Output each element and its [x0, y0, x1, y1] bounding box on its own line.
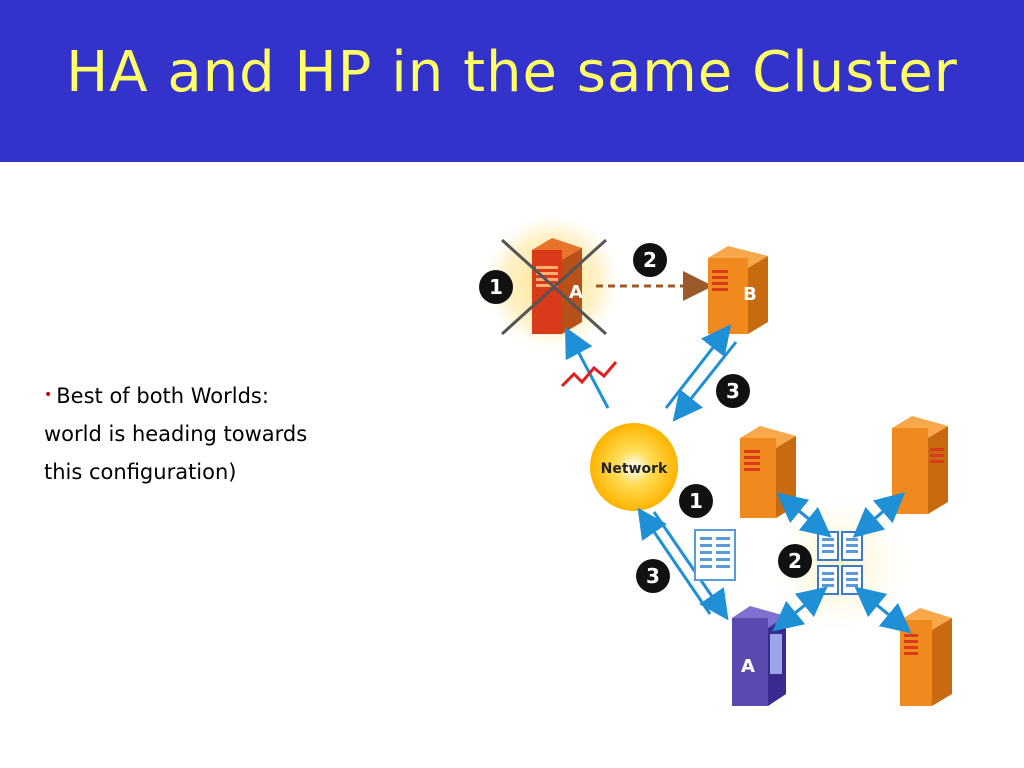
cluster-server-bottom-right [900, 608, 952, 706]
server-a-label: A [569, 282, 583, 303]
step-1-top-label: 1 [489, 275, 503, 299]
bullet-line-3: this configuration) [44, 460, 237, 484]
server-a-failed: A [532, 238, 583, 334]
hub-link-top-right-back [863, 492, 906, 530]
bullet-line-1: •Best of both Worlds: [44, 376, 374, 415]
step-3-top-label: 3 [726, 379, 740, 403]
cluster-server-top-left [740, 426, 796, 518]
slide-title: HA and HP in the same Cluster [66, 40, 958, 105]
server-b-label: B [743, 284, 757, 305]
hub-link-top-left-back [776, 492, 821, 530]
step-2-bottom-label: 2 [788, 549, 802, 573]
link-a2-to-net [637, 507, 712, 615]
failure-x-icon [500, 238, 608, 336]
step-2-badge-bottom: 2 [778, 544, 812, 578]
server-b: B [708, 246, 768, 334]
step-3-badge-top: 3 [716, 374, 750, 408]
bullet-text-1: Best of both Worlds: [56, 384, 269, 408]
hub-documents-icon [817, 531, 863, 595]
document-icon [694, 529, 736, 581]
bullet-block: •Best of both Worlds: world is heading t… [44, 376, 374, 491]
step-3-badge-bottom: 3 [636, 559, 670, 593]
step-2-top-label: 2 [643, 248, 657, 272]
hub-link-bottom-right-back [854, 586, 901, 626]
hub-link-bottom-left-back [783, 586, 828, 624]
step-2-badge-top: 2 [633, 243, 667, 277]
broken-link-icon [560, 361, 618, 388]
bullet-line-2: world is heading towards [44, 422, 308, 446]
cluster-diagram-svg: A 1 2 [479, 214, 952, 706]
step-3-bottom-label: 3 [646, 564, 660, 588]
title-bar: HA and HP in the same Cluster [0, 0, 1024, 162]
server-a2-label: A [741, 656, 755, 677]
network-label: Network [601, 461, 668, 477]
step-1-badge-top: 1 [479, 270, 513, 304]
network-node: Network [590, 423, 678, 511]
cluster-server-top-right [892, 416, 948, 514]
bullet-dot-icon: • [44, 387, 53, 403]
step-1-bottom-label: 1 [689, 489, 703, 513]
link-b-to-net [672, 341, 738, 422]
cluster-diagram: A 1 2 [470, 210, 970, 720]
step-1-badge-bottom: 1 [679, 484, 713, 518]
server-a-primary: A [732, 606, 786, 706]
